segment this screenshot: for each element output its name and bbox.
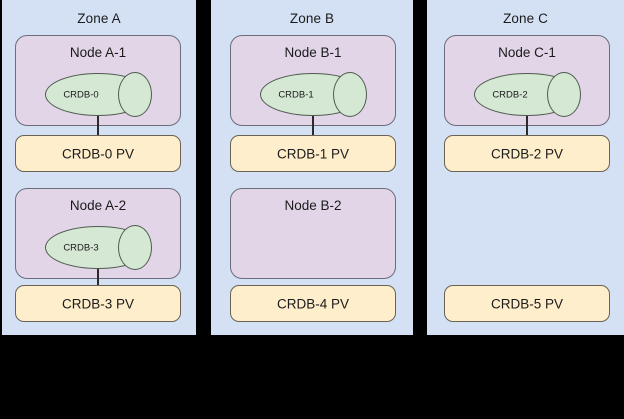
database-cylinder-crdb-1: CRDB-1: [260, 72, 367, 117]
connector-line: [97, 269, 99, 285]
cylinder-cap: [547, 72, 581, 117]
node-title: Node B-2: [284, 198, 342, 213]
persistent-volume-crdb-4-pv: CRDB-4 PV: [230, 285, 396, 322]
database-label: CRDB-2: [492, 89, 528, 100]
pv-label: CRDB-4 PV: [276, 296, 349, 311]
node-box-node-b-2: Node B-2: [230, 188, 396, 279]
database-cylinder-crdb-0: CRDB-0: [45, 72, 152, 117]
pv-label: CRDB-3 PV: [61, 296, 134, 311]
persistent-volume-crdb-5-pv: CRDB-5 PV: [444, 285, 610, 322]
database-cylinder-crdb-2: CRDB-2: [474, 72, 581, 117]
database-label: CRDB-0: [63, 89, 99, 100]
cylinder-cap: [118, 225, 152, 270]
connector-line: [97, 116, 99, 135]
connector-line: [526, 116, 528, 135]
cylinder-cap: [333, 72, 367, 117]
persistent-volume-crdb-0-pv: CRDB-0 PV: [15, 135, 181, 172]
pv-label: CRDB-2 PV: [490, 146, 563, 161]
node-title: Node A-2: [69, 198, 127, 213]
connector-line: [312, 116, 314, 135]
database-label: CRDB-3: [63, 242, 99, 253]
node-title: Node A-1: [69, 45, 127, 60]
cylinder-cap: [118, 72, 152, 117]
pv-label: CRDB-5 PV: [490, 296, 563, 311]
node-title: Node B-1: [284, 45, 342, 60]
pv-label: CRDB-0 PV: [61, 146, 134, 161]
database-cylinder-crdb-3: CRDB-3: [45, 225, 152, 270]
persistent-volume-crdb-3-pv: CRDB-3 PV: [15, 285, 181, 322]
zone-title: Zone B: [289, 11, 335, 26]
persistent-volume-crdb-1-pv: CRDB-1 PV: [230, 135, 396, 172]
pv-label: CRDB-1 PV: [276, 146, 349, 161]
zone-title: Zone A: [77, 11, 121, 26]
zone-title: Zone C: [503, 11, 548, 26]
database-label: CRDB-1: [278, 89, 314, 100]
node-title: Node C-1: [498, 45, 556, 60]
persistent-volume-crdb-2-pv: CRDB-2 PV: [444, 135, 610, 172]
